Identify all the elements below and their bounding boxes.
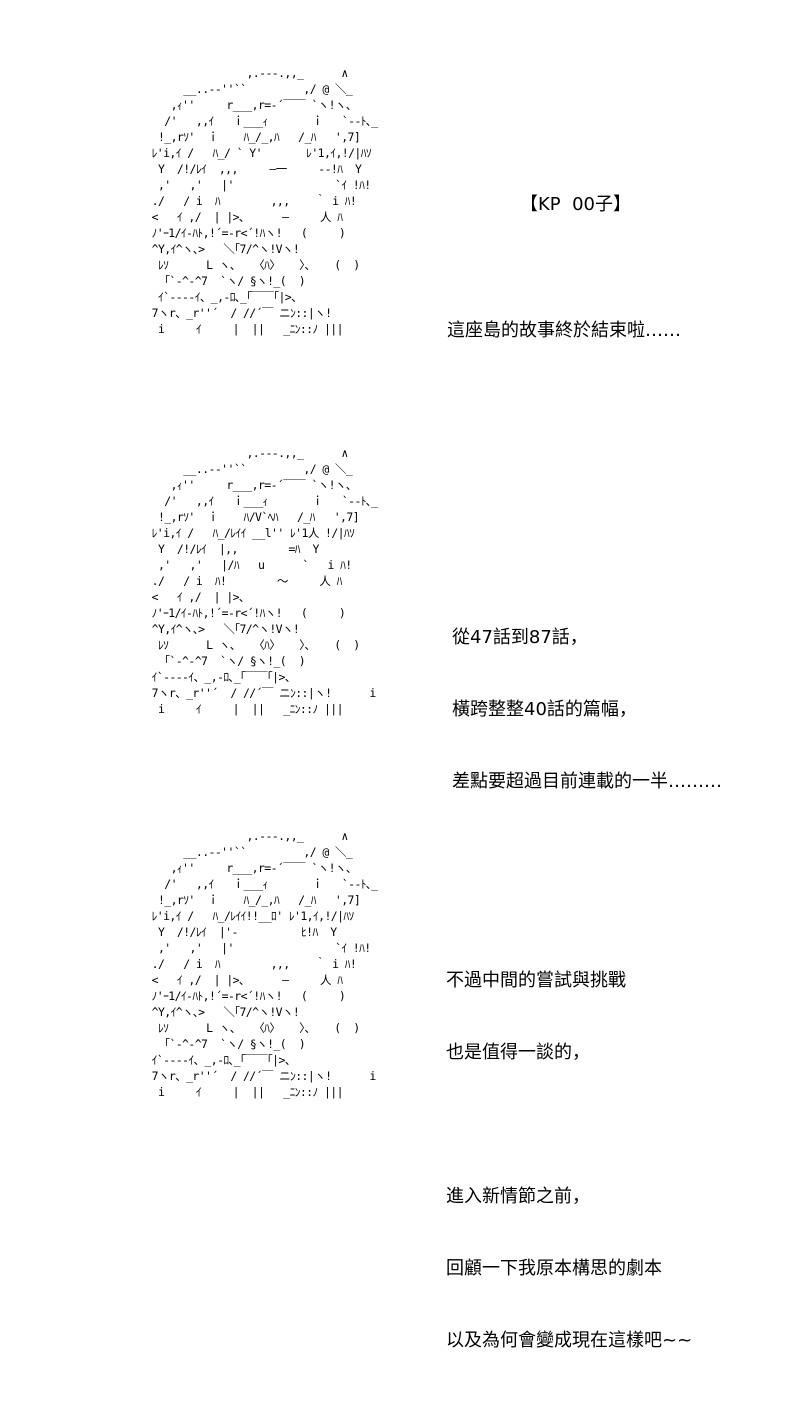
dialogue-line [446, 1113, 692, 1137]
panel-1: ,.-‐-.,,_ ∧ __..-‐''`` ,/ @ ＼_ ,ｨ'' r___… [0, 65, 800, 365]
dialogue-line: 不過中間的嘗試與挑戰 [446, 970, 626, 991]
dialogue-line: 以及為何會變成現在這樣吧~~ [446, 1330, 693, 1351]
dialogue-line: 橫跨整整40話的篇幅， [452, 699, 637, 720]
dialogue-line: 回顧一下我原本構思的劇本 [446, 1258, 662, 1279]
dialogue-line: 從47話到87話， [452, 627, 588, 648]
ascii-art-character: ,.-‐-.,,_ ∧ __..-‐''`` ,/ @ ＼_ ,ｨ'' r___… [151, 66, 378, 336]
dialogue-text: 不過中間的嘗試與挑戰 也是值得一談的， 進入新情節之前， 回顧一下我原本構思的劇… [446, 921, 692, 1401]
ascii-art-character: ,.-‐-.,,_ ∧ __..-‐''`` ,/ @ ＼_ ,ｨ'' r___… [151, 446, 378, 716]
panel-3: ,.-‐-.,,_ ∧ __..-‐''`` ,/ @ ＼_ ,ｨ'' r___… [0, 828, 800, 1351]
dialogue-line: 進入新情節之前， [446, 1186, 590, 1207]
dialogue-line: 也是值得一談的， [446, 1042, 590, 1063]
dialogue-text: 從47話到87話， 橫跨整整40話的篇幅， 差點要超過目前連載的一半……… [452, 578, 722, 842]
dialogue-line: 差點要超過目前連載的一半……… [452, 771, 722, 792]
ascii-art-character: ,.-‐-.,,_ ∧ __..-‐''`` ,/ @ ＼_ ,ｨ'' r___… [151, 829, 378, 1099]
dialogue-text: 這座島的故事終於結束啦…… [447, 271, 681, 391]
speaker-label: 【KP 00子】 [520, 194, 632, 215]
dialogue-line: 這座島的故事終於結束啦…… [447, 320, 681, 341]
panel-2: ,.-‐-.,,_ ∧ __..-‐''`` ,/ @ ＼_ ,ｨ'' r___… [0, 445, 800, 792]
